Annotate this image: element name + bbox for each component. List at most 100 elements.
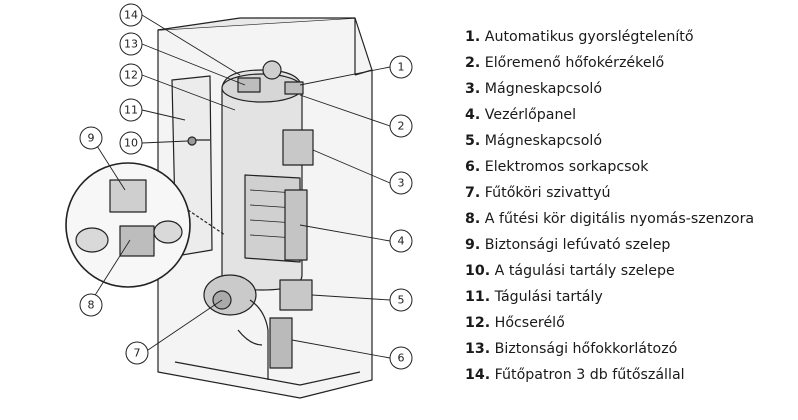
callout-label-8: 8 bbox=[88, 299, 95, 312]
callout-label-3: 3 bbox=[398, 177, 405, 190]
leader-14 bbox=[141, 14, 241, 76]
leader-1 bbox=[299, 66, 391, 86]
temp-sensor bbox=[284, 81, 304, 95]
callout-label-7: 7 bbox=[134, 347, 141, 360]
contactor-upper bbox=[282, 129, 314, 166]
boiler-cutaway-diagram: 1 2 3 4 5 6 7 8 9 10 11 12 13 14 bbox=[65, 3, 413, 399]
callout-label-11: 11 bbox=[124, 104, 138, 117]
cabinet-top bbox=[157, 17, 355, 31]
callout-label-14: 14 bbox=[124, 9, 138, 22]
legend-item: 3. Mágneskapcsoló bbox=[465, 76, 795, 102]
legend-item: 6. Elektromos sorkapcsok bbox=[465, 154, 795, 180]
legend-item: 4. Vezérlőpanel bbox=[465, 102, 795, 128]
legend-item: 13. Biztonsági hőfokkorlátozó bbox=[465, 336, 795, 362]
callout-label-6: 6 bbox=[398, 352, 405, 365]
legend-number: 11. bbox=[465, 289, 491, 305]
legend-number: 14. bbox=[465, 367, 491, 383]
legend-text: Automatikus gyorslégtelenítő bbox=[484, 29, 694, 45]
legend-item: 1. Automatikus gyorslégtelenítő bbox=[465, 24, 795, 50]
legend-number: 7. bbox=[465, 185, 481, 201]
leader-12 bbox=[141, 74, 236, 111]
air-vent bbox=[262, 60, 282, 80]
legend-number: 2. bbox=[465, 55, 481, 71]
callout-circle-4 bbox=[389, 229, 413, 253]
legend-text: Vezérlőpanel bbox=[484, 107, 577, 123]
legend-text: Biztonsági lefúvató szelep bbox=[484, 237, 671, 253]
legend-item: 5. Mágneskapcsoló bbox=[465, 128, 795, 154]
callout-circle-9 bbox=[79, 126, 103, 150]
leader-5 bbox=[311, 294, 391, 301]
callout-circle-2 bbox=[389, 114, 413, 138]
terminal-strip bbox=[284, 189, 308, 261]
legend-text: Elektromos sorkapcsok bbox=[484, 159, 649, 175]
callout-label-12: 12 bbox=[124, 69, 138, 82]
callout-circle-10 bbox=[119, 131, 143, 155]
leader-4 bbox=[299, 224, 391, 242]
leader-2 bbox=[299, 94, 391, 127]
inset-pressure-sensor bbox=[119, 225, 155, 257]
legend-text: A tágulási tartály szelepe bbox=[494, 263, 675, 279]
heating-cartridge bbox=[237, 77, 261, 93]
legend-item: 9. Biztonsági lefúvató szelep bbox=[465, 232, 795, 258]
callout-circle-1 bbox=[389, 55, 413, 79]
inset-connector bbox=[187, 209, 226, 236]
legend-number: 9. bbox=[465, 237, 481, 253]
legend-text: Hőcserélő bbox=[494, 315, 565, 331]
callout-circle-8 bbox=[79, 293, 103, 317]
legend-item: 8. A fűtési kör digitális nyomás-szenzor… bbox=[465, 206, 795, 232]
legend-number: 12. bbox=[465, 315, 491, 331]
legend-number: 8. bbox=[465, 211, 481, 227]
legend-number: 10. bbox=[465, 263, 491, 279]
callout-label-13: 13 bbox=[124, 38, 138, 51]
pipe-return bbox=[249, 299, 269, 380]
legend-item: 14. Fűtőpatron 3 db fűtőszállal bbox=[465, 362, 795, 388]
legend-text: Biztonsági hőfokkorlátozó bbox=[494, 341, 678, 357]
legend-item: 7. Fűtőköri szivattyú bbox=[465, 180, 795, 206]
legend-text: Mágneskapcsoló bbox=[484, 81, 602, 97]
legend-number: 6. bbox=[465, 159, 481, 175]
parts-legend: 1. Automatikus gyorslégtelenítő 2. Előre… bbox=[465, 24, 795, 388]
legend-text: Előremenő hőfokérzékelő bbox=[484, 55, 665, 71]
inset-safety-valve bbox=[109, 179, 147, 213]
callout-circle-6 bbox=[389, 346, 413, 370]
legend-item: 2. Előremenő hőfokérzékelő bbox=[465, 50, 795, 76]
legend-text: Tágulási tartály bbox=[494, 289, 603, 305]
callout-label-1: 1 bbox=[398, 61, 405, 74]
inset-pipe-left bbox=[75, 227, 109, 253]
expansion-valve bbox=[187, 136, 197, 146]
legend-number: 5. bbox=[465, 133, 481, 149]
electric-terminals bbox=[269, 317, 293, 369]
callout-circle-3 bbox=[389, 171, 413, 195]
leader-8 bbox=[91, 239, 131, 301]
leader-3 bbox=[312, 149, 391, 184]
leader-7 bbox=[147, 299, 223, 351]
legend-item: 11. Tágulási tartály bbox=[465, 284, 795, 310]
legend-number: 3. bbox=[465, 81, 481, 97]
legend-text: A fűtési kör digitális nyomás-szenzora bbox=[484, 211, 755, 227]
cabinet-bottom bbox=[174, 361, 361, 386]
callout-circle-13 bbox=[119, 32, 143, 56]
leader-10 bbox=[141, 140, 189, 144]
callout-circle-11 bbox=[119, 98, 143, 122]
inset-pipe-right bbox=[153, 220, 183, 244]
callout-label-5: 5 bbox=[398, 294, 405, 307]
callout-circle-7 bbox=[125, 341, 149, 365]
leader-11 bbox=[141, 109, 186, 121]
callout-circle-14 bbox=[119, 3, 143, 27]
leader-13 bbox=[141, 43, 246, 86]
callout-label-10: 10 bbox=[124, 137, 138, 150]
legend-text: Fűtőköri szivattyú bbox=[484, 185, 611, 201]
legend-text: Mágneskapcsoló bbox=[484, 133, 602, 149]
callout-label-4: 4 bbox=[398, 235, 405, 248]
leader-6 bbox=[291, 339, 391, 359]
legend-text: Fűtőpatron 3 db fűtőszállal bbox=[494, 367, 685, 383]
callout-circle-12 bbox=[119, 63, 143, 87]
magnified-inset bbox=[65, 162, 191, 288]
legend-item: 12. Hőcserélő bbox=[465, 310, 795, 336]
legend-number: 13. bbox=[465, 341, 491, 357]
callout-circle-5 bbox=[389, 288, 413, 312]
pipe-flow bbox=[237, 329, 263, 346]
callout-label-9: 9 bbox=[88, 132, 95, 145]
contactor-lower bbox=[279, 279, 313, 311]
legend-number: 4. bbox=[465, 107, 481, 123]
